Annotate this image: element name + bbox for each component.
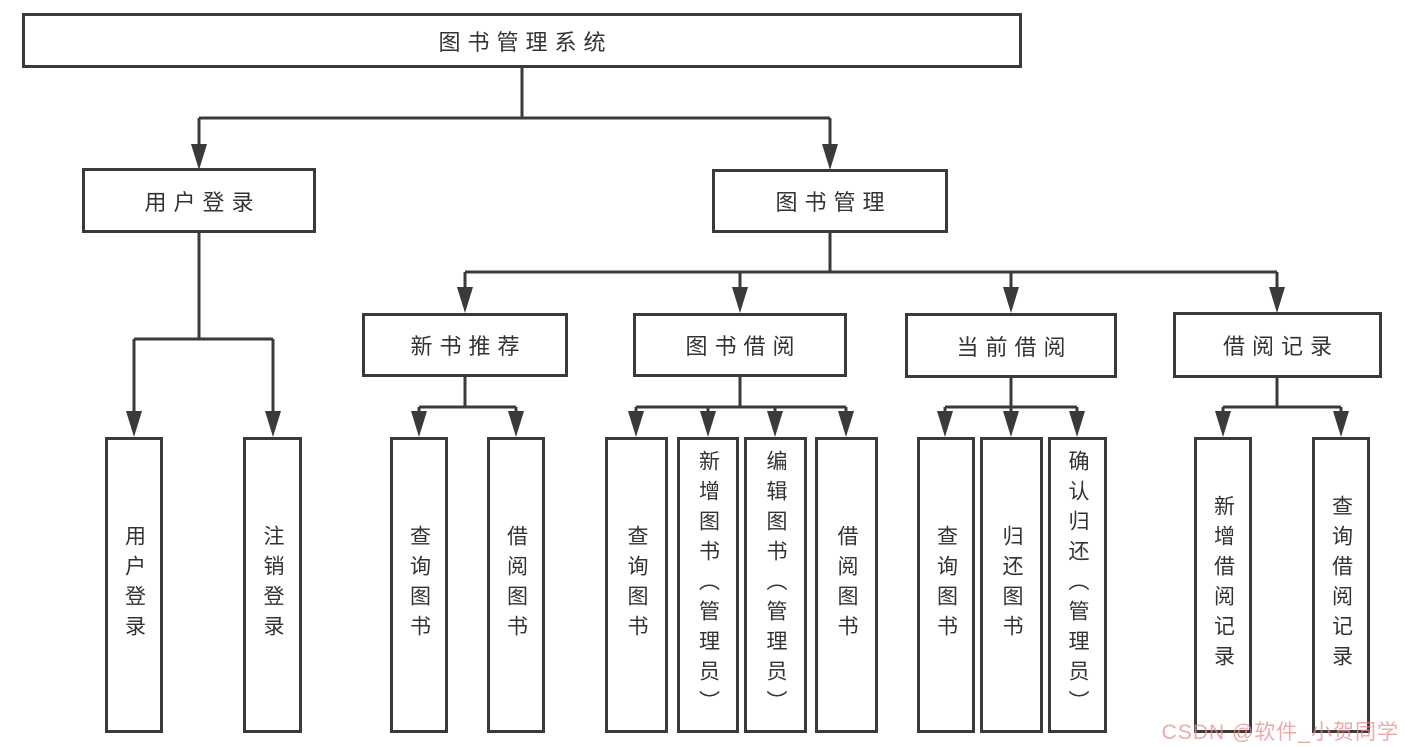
node-borrow-books-borrow-label: 借阅图书 (835, 525, 858, 645)
arrowhead (457, 287, 473, 313)
arrowhead (265, 411, 281, 437)
arrowhead (1003, 411, 1019, 437)
node-add-books-admin-label: 新增图书（管理员） (696, 450, 720, 720)
arrowhead (628, 411, 644, 437)
node-borrow-records-label: 借阅记录 (1222, 334, 1339, 359)
node-book-management: 图书管理 (712, 169, 948, 233)
node-edit-books-admin: 编辑图书（管理员） (744, 437, 807, 733)
node-borrow-books-recommend: 借阅图书 (487, 437, 545, 733)
connector-current-borrow (943, 378, 1079, 415)
node-borrow-books-borrow: 借阅图书 (815, 437, 878, 733)
node-book-borrow: 图书借阅 (633, 313, 847, 377)
node-current-borrow-label: 当前借阅 (956, 334, 1073, 360)
arrowhead (1269, 287, 1285, 313)
arrowhead (838, 411, 854, 437)
node-confirm-return-admin-label: 确认归还（管理员） (1066, 450, 1089, 720)
connector-borrow-records (1221, 378, 1343, 415)
arrowhead (508, 411, 524, 437)
node-edit-books-admin-label: 编辑图书（管理员） (764, 450, 787, 720)
arrowhead (822, 144, 838, 170)
arrowhead (1215, 411, 1231, 437)
connector-book-borrow (634, 377, 848, 415)
node-query-books-recommend: 查询图书 (390, 437, 448, 733)
arrowhead (1333, 411, 1349, 437)
node-new-book-recommend: 新书推荐 (362, 313, 568, 377)
watermark: CSDN @软件_小贺同学 (1161, 721, 1399, 744)
node-user-login-label: 用户登录 (144, 189, 261, 215)
node-query-books-borrow: 查询图书 (605, 437, 668, 733)
connector-book-management (463, 233, 1279, 291)
arrowhead (126, 411, 142, 437)
node-book-borrow-label: 图书借阅 (685, 334, 802, 359)
node-root-label: 图书管理系统 (438, 29, 613, 55)
arrowhead (191, 144, 207, 170)
connector-user-login (132, 233, 275, 415)
arrowhead (1069, 411, 1085, 437)
node-add-books-admin: 新增图书（管理员） (677, 437, 739, 733)
node-query-books-current: 查询图书 (917, 437, 975, 733)
node-query-books-current-label: 查询图书 (934, 525, 958, 645)
node-query-books-recommend-label: 查询图书 (407, 525, 431, 645)
node-new-book-recommend-label: 新书推荐 (410, 334, 527, 359)
node-query-books-borrow-label: 查询图书 (625, 525, 648, 645)
node-confirm-return-admin: 确认归还（管理员） (1048, 437, 1107, 733)
node-current-borrow: 当前借阅 (905, 313, 1117, 378)
arrowhead (411, 411, 427, 437)
node-root: 图书管理系统 (22, 13, 1022, 68)
connector-new-book-recommend (417, 377, 518, 415)
connector-root (197, 68, 832, 148)
node-user-login: 用户登录 (82, 168, 316, 233)
node-user-login-action-label: 用户登录 (122, 525, 146, 645)
arrowhead (1003, 287, 1019, 313)
node-return-books-label: 归还图书 (1000, 525, 1023, 645)
node-logout-label: 注销登录 (261, 525, 284, 645)
node-user-login-action: 用户登录 (105, 437, 163, 733)
node-borrow-books-recommend-label: 借阅图书 (504, 525, 528, 645)
node-add-borrow-record: 新增借阅记录 (1194, 437, 1252, 733)
node-borrow-records: 借阅记录 (1173, 312, 1382, 378)
node-return-books: 归还图书 (980, 437, 1043, 733)
node-add-borrow-record-label: 新增借阅记录 (1211, 495, 1235, 675)
arrowhead (767, 411, 783, 437)
arrowhead (732, 287, 748, 313)
arrowhead (937, 411, 953, 437)
node-query-borrow-record-label: 查询借阅记录 (1329, 495, 1353, 675)
node-book-management-label: 图书管理 (775, 190, 892, 215)
node-logout: 注销登录 (243, 437, 302, 733)
arrowhead (700, 411, 716, 437)
node-query-borrow-record: 查询借阅记录 (1312, 437, 1370, 733)
